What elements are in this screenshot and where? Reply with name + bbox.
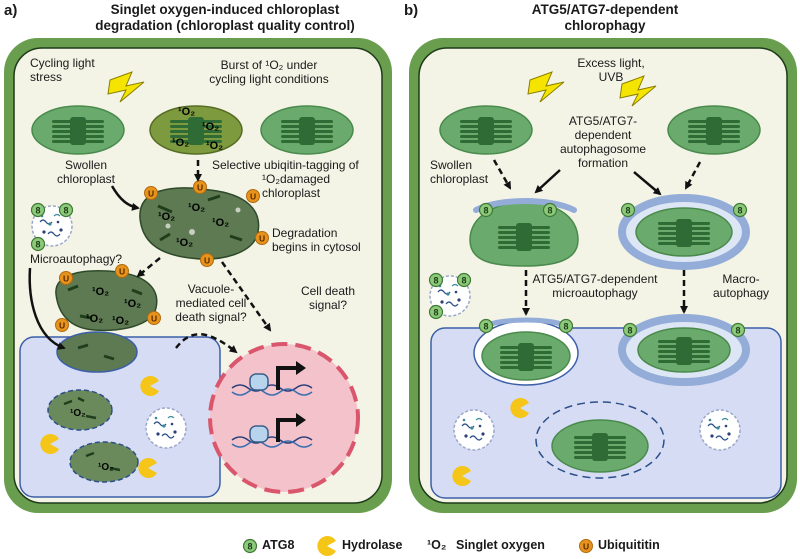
svg-text:¹O₂: ¹O₂: [188, 202, 205, 214]
legend-singlet-label: Singlet oxygen: [456, 538, 545, 552]
panel-b-title-line1: ATG5/ATG7-dependent: [531, 2, 679, 17]
legend-atg8-label: ATG8: [262, 538, 295, 552]
chloroplast-atg8-cap: [469, 198, 579, 267]
label-selective-ubiquitin: Selective ubiqitin-tagging of ¹O₂damaged…: [212, 158, 359, 200]
chloroplast-damaged-ubiquitinated: [139, 180, 269, 267]
panel-b-title-line2: chlorophagy: [564, 18, 646, 33]
svg-text:¹O₂: ¹O₂: [70, 408, 86, 419]
svg-text:¹O₂: ¹O₂: [212, 217, 229, 229]
legend-atg8-icon: [242, 538, 258, 554]
panel-a-title-line2: degradation (chloroplast quality control…: [95, 18, 355, 33]
vacuole-vesicle-b2: [699, 409, 741, 451]
degrading-chloroplast-1: [47, 389, 113, 431]
label-macro-b: Macro- autophagy: [712, 272, 770, 300]
label-vacuole-signal: Vacuole- mediated cell death signal?: [175, 282, 247, 324]
degrading-chloroplast-b: [535, 401, 665, 479]
svg-text:¹O₂: ¹O₂: [206, 140, 223, 152]
chloroplast-b-left: [440, 106, 532, 154]
chloroplast-microautophagy: [55, 264, 161, 332]
panel-b-arrows: [492, 159, 702, 316]
chloroplast-healthy-right: [261, 106, 353, 154]
label-excess-light: Excess light, UVB: [577, 56, 645, 84]
legend-hydrolase-label: Hydrolase: [342, 538, 403, 552]
panel-b-label: b): [404, 2, 419, 19]
label-burst: Burst of ¹O₂ under cycling light conditi…: [209, 58, 329, 86]
label-cell-death: Cell death signal?: [300, 284, 356, 312]
label-degradation: Degradation begins in cytosol: [272, 226, 361, 254]
legend-ubiquitin-label: Ubiquititin: [598, 538, 660, 552]
svg-text:¹O₂: ¹O₂: [176, 237, 193, 249]
vacuole-vesicle-b1: [453, 409, 495, 451]
label-swollen-chloroplast-b: Swollen chloroplast: [430, 158, 489, 186]
label-atg-formation: ATG5/ATG7- dependent autophagosome forma…: [559, 114, 647, 170]
svg-text:¹O₂: ¹O₂: [178, 106, 195, 118]
panel-a-nucleus: [208, 342, 360, 494]
svg-text:¹O₂: ¹O₂: [86, 313, 103, 325]
panel-a-title: Singlet oxygen-induced chloroplast degra…: [60, 2, 390, 34]
svg-text:¹O₂: ¹O₂: [98, 462, 114, 473]
legend-hydrolase-icon: [317, 536, 336, 556]
panel-b-title: ATG5/ATG7-dependent chlorophagy: [450, 2, 760, 34]
label-micro-b: ATG5/ATG7-dependent microautophagy: [532, 272, 658, 300]
svg-text:¹O₂: ¹O₂: [172, 137, 189, 149]
panel-a-label: a): [4, 2, 18, 19]
svg-text:¹O₂: ¹O₂: [124, 298, 141, 310]
chloroplast-burst: [149, 105, 243, 155]
legend-ubiquitin-icon: [579, 539, 593, 553]
vacuole-vesicle-a: [145, 407, 187, 449]
svg-text:¹O₂: ¹O₂: [202, 121, 219, 133]
panel-a-title-line1: Singlet oxygen-induced chloroplast: [110, 2, 340, 17]
svg-text:¹O₂: ¹O₂: [112, 315, 129, 327]
legend-singlet-symbol: ¹O₂: [427, 538, 447, 552]
chloroplast-b-right: [668, 106, 760, 154]
chloroplast-in-autophagosome: [618, 194, 750, 270]
chloroplast-entering-vacuole: [56, 331, 138, 373]
label-swollen-chloroplast-a: Swollen chloroplast: [56, 158, 116, 186]
panel-a-arrows: [28, 160, 272, 354]
singlet-oxygen-labels-a: ¹O₂ ¹O₂ ¹O₂ ¹O₂ ¹O₂ ¹O₂ ¹O₂ ¹O₂ ¹O₂ ¹O₂ …: [70, 106, 229, 473]
label-microautophagy-a: Microautophagy?: [30, 252, 123, 266]
chloroplast-microautophagy-b: [473, 317, 579, 386]
chloroplast-healthy-left: [32, 106, 124, 154]
degrading-chloroplast-2: [69, 441, 139, 483]
chloroplast-macroautophagy-b: [618, 314, 750, 386]
svg-text:¹O₂: ¹O₂: [92, 286, 109, 298]
svg-text:¹O₂: ¹O₂: [158, 211, 175, 223]
label-cycling-light-stress: Cycling light stress: [30, 56, 95, 84]
